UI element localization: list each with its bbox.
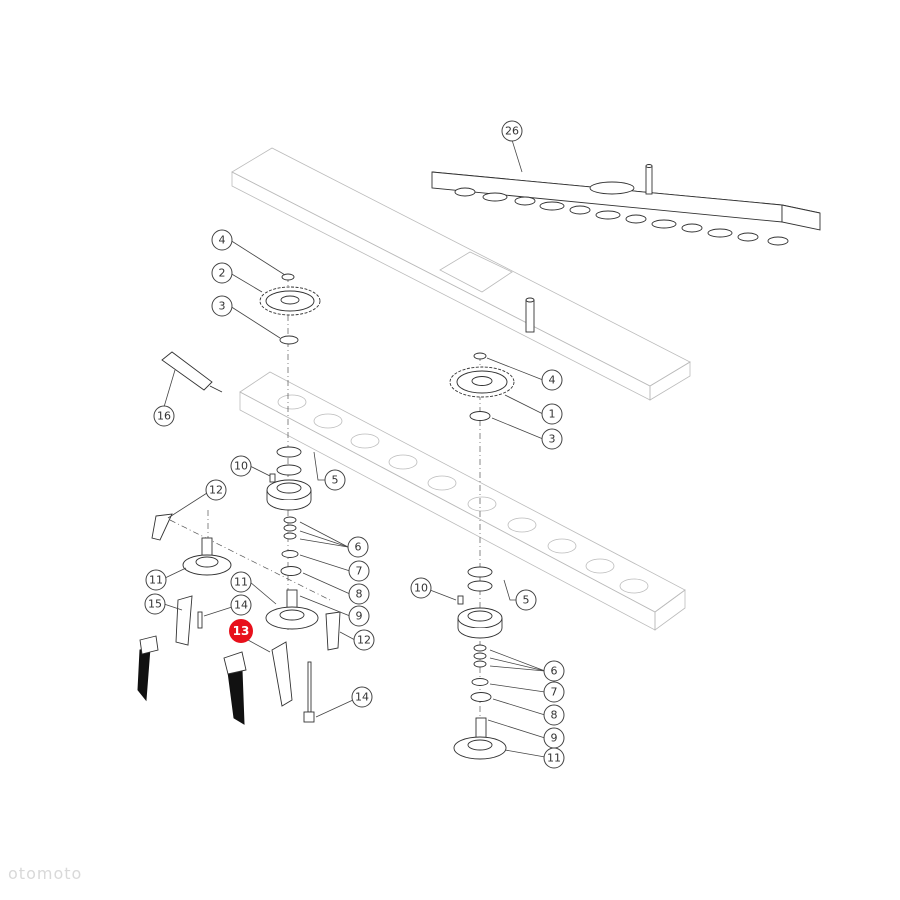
callout-label: 1 <box>549 408 556 421</box>
callout-14[interactable]: 14 <box>230 594 252 616</box>
callout-label: 11 <box>547 752 561 765</box>
center-blade-assembly <box>223 611 341 725</box>
callout-label: 7 <box>551 686 558 699</box>
blade-icon <box>137 635 159 702</box>
callout-4[interactable]: 4 <box>541 369 563 391</box>
callout-12[interactable]: 12 <box>353 629 375 651</box>
callout-10[interactable]: 10 <box>410 577 432 599</box>
callout-label: 8 <box>356 588 363 601</box>
callout-5[interactable]: 5 <box>324 469 346 491</box>
bearing-icon <box>469 411 491 421</box>
circlip-icon <box>281 273 295 281</box>
callout-label: 12 <box>357 634 371 647</box>
callout-11[interactable]: 11 <box>230 571 252 593</box>
circlip-icon <box>473 352 487 360</box>
callout-label: 6 <box>551 665 558 678</box>
callout-10[interactable]: 10 <box>230 455 252 477</box>
cutterbar-discs <box>454 187 789 246</box>
callout-11[interactable]: 11 <box>145 569 167 591</box>
callout-label: 3 <box>219 300 226 313</box>
cover-plate <box>231 147 691 401</box>
bearing-icon <box>279 335 299 345</box>
callout-6[interactable]: 6 <box>347 536 369 558</box>
callout-layer: 26 4 2 3 16 4 1 3 10 5 12 6 7 8 9 11 11 … <box>144 120 565 769</box>
callout-3[interactable]: 3 <box>541 428 563 450</box>
callout-label: 4 <box>549 374 556 387</box>
callout-label: 10 <box>234 460 248 473</box>
callout-4[interactable]: 4 <box>211 229 233 251</box>
gear-icon <box>449 366 515 398</box>
leader-lines <box>163 139 546 758</box>
callout-9[interactable]: 9 <box>543 727 565 749</box>
blade-icon <box>223 651 247 725</box>
callout-3[interactable]: 3 <box>211 295 233 317</box>
callout-15[interactable]: 15 <box>144 593 166 615</box>
callout-label: 4 <box>219 234 226 247</box>
callout-14[interactable]: 14 <box>351 686 373 708</box>
callout-9[interactable]: 9 <box>348 605 370 627</box>
grease-tube-icon <box>161 351 223 393</box>
disc-icon <box>453 717 507 760</box>
callout-label: 5 <box>523 594 530 607</box>
callout-label: 6 <box>355 541 362 554</box>
left-gear-stack <box>259 273 321 630</box>
cutterbar-assembly <box>431 164 821 246</box>
disc-icon <box>182 537 232 576</box>
callout-label: 8 <box>551 709 558 722</box>
callout-label: 9 <box>356 610 363 623</box>
callout-label: 9 <box>551 732 558 745</box>
callout-5[interactable]: 5 <box>515 589 537 611</box>
frame-housing <box>239 371 686 631</box>
callout-label: 26 <box>505 125 519 138</box>
callout-label: 11 <box>149 574 163 587</box>
callout-7[interactable]: 7 <box>348 560 370 582</box>
gear-icon <box>259 286 321 316</box>
callout-label: 2 <box>219 267 226 280</box>
callout-label: 5 <box>332 474 339 487</box>
callout-8[interactable]: 8 <box>348 583 370 605</box>
callout-label: 12 <box>209 484 223 497</box>
callout-label: 10 <box>414 582 428 595</box>
callout-2[interactable]: 2 <box>211 262 233 284</box>
callout-8[interactable]: 8 <box>543 704 565 726</box>
callout-12[interactable]: 12 <box>205 479 227 501</box>
callout-label: 7 <box>356 565 363 578</box>
callout-label: 3 <box>549 433 556 446</box>
callout-16[interactable]: 16 <box>153 405 175 427</box>
bearing-housing-icon <box>457 607 503 639</box>
left-disc-assembly <box>137 510 331 702</box>
highlighted-callout-label: 13 <box>233 624 250 638</box>
callout-label: 14 <box>234 599 248 612</box>
callout-11[interactable]: 11 <box>543 747 565 769</box>
highlighted-callout-13[interactable]: 13 <box>229 619 253 643</box>
callout-label: 11 <box>234 576 248 589</box>
bearing-housing-icon <box>266 479 312 511</box>
callout-6[interactable]: 6 <box>543 660 565 682</box>
callout-label: 15 <box>148 598 162 611</box>
bolt-icon <box>269 473 464 605</box>
callout-1[interactable]: 1 <box>541 403 563 425</box>
callout-label: 14 <box>355 691 369 704</box>
pin-icon <box>525 297 535 333</box>
right-gear-stack <box>449 352 515 760</box>
disc-icon <box>265 589 319 630</box>
watermark: otomoto <box>8 864 83 883</box>
callout-label: 16 <box>157 410 171 423</box>
callout-7[interactable]: 7 <box>543 681 565 703</box>
callout-26[interactable]: 26 <box>501 120 523 142</box>
